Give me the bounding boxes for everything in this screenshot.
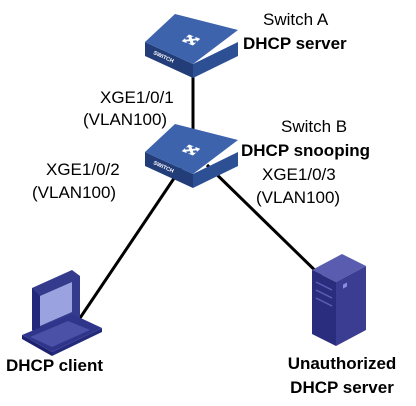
port-1-iface: XGE1/0/1 bbox=[100, 88, 174, 107]
switch-a-icon: SWITCH bbox=[145, 14, 238, 78]
link-b-client bbox=[78, 164, 185, 319]
rogue-server-line1: Unauthorized bbox=[287, 354, 397, 373]
port-3-vlan: (VLAN100) bbox=[256, 188, 341, 207]
port-2-iface: XGE1/0/2 bbox=[46, 160, 120, 179]
switch-a-name: Switch A bbox=[263, 10, 329, 29]
desktop-pc-icon bbox=[22, 270, 102, 356]
link-b-server bbox=[205, 163, 332, 287]
port-2-vlan: (VLAN100) bbox=[32, 183, 117, 202]
port-1-vlan: (VLAN100) bbox=[83, 110, 168, 129]
port-3-iface: XGE1/0/3 bbox=[262, 165, 336, 184]
switch-b-icon: SWITCH bbox=[145, 124, 238, 188]
server-tower-icon bbox=[312, 254, 366, 346]
switch-a-role: DHCP server bbox=[243, 34, 347, 53]
switch-b-role: DHCP snooping bbox=[241, 141, 371, 160]
client-label: DHCP client bbox=[6, 356, 103, 375]
rogue-server-line2: DHCP server bbox=[290, 378, 394, 397]
switch-b-name: Switch B bbox=[281, 117, 348, 136]
